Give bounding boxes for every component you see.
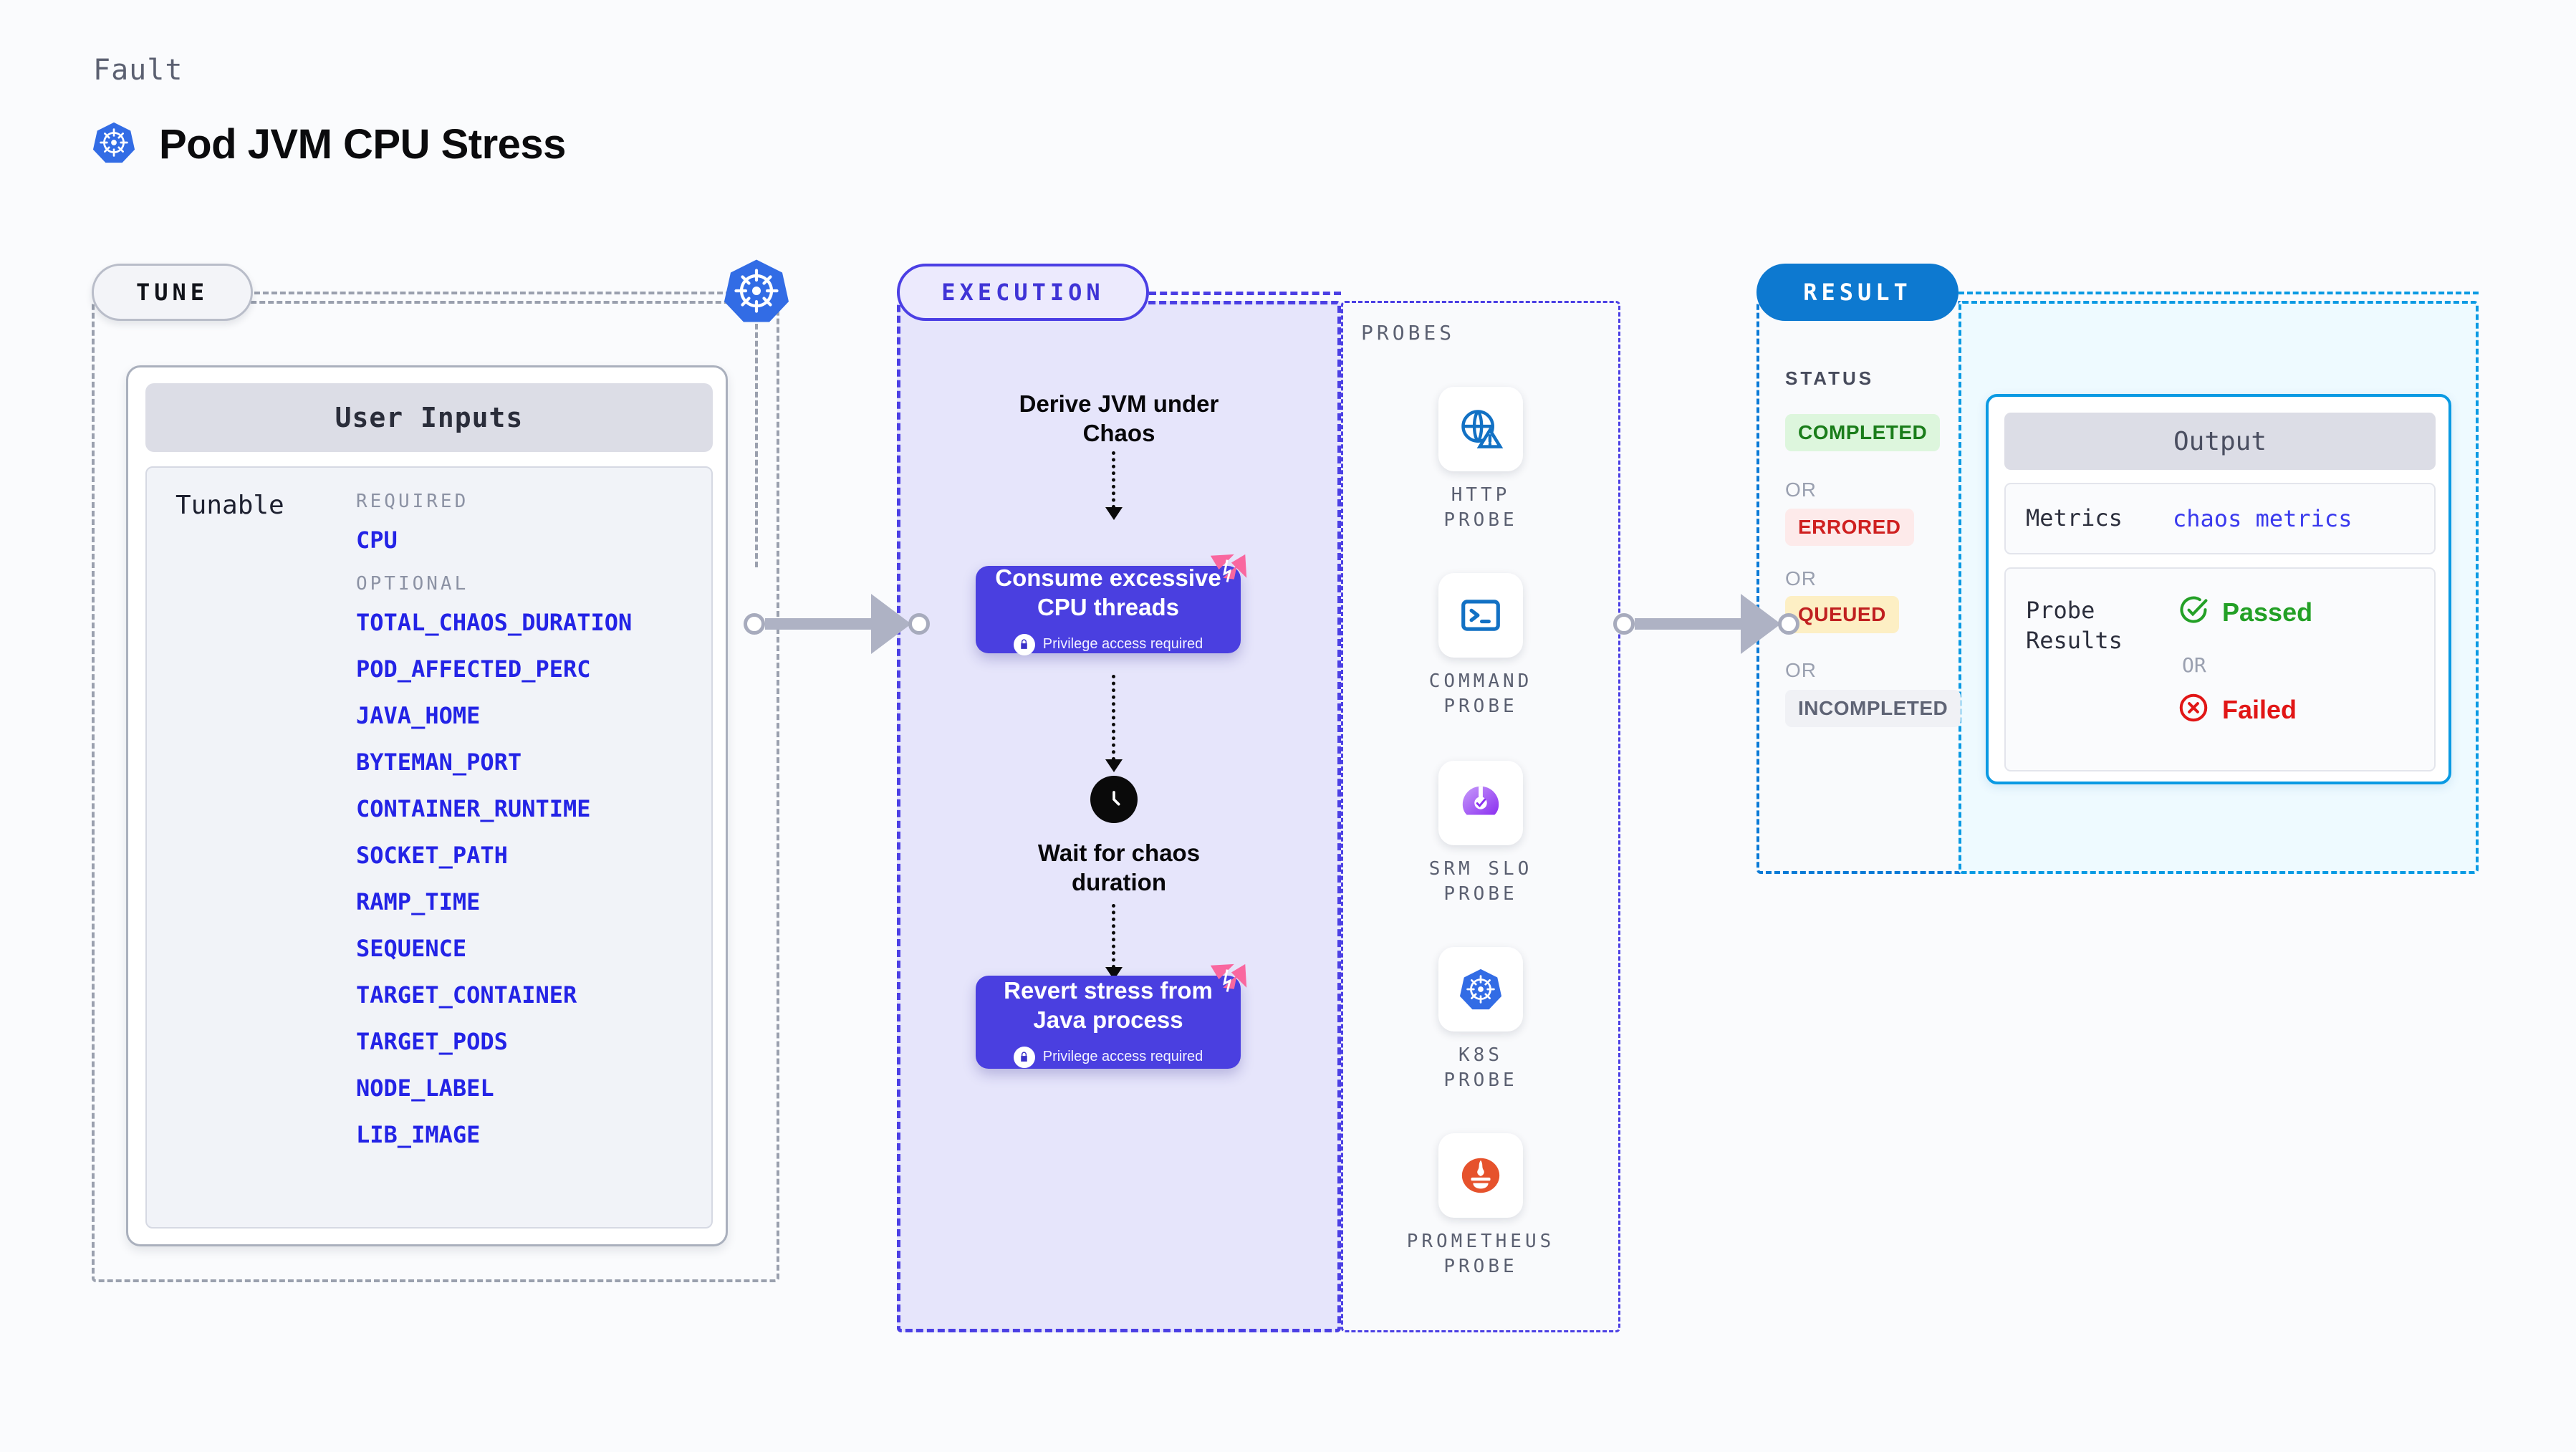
metrics-label: Metrics — [2026, 504, 2123, 532]
status-badge-queued: QUEUED — [1785, 596, 1899, 633]
tunable-item-ramp_time[interactable]: RAMP_TIME — [356, 888, 481, 915]
tunable-item-sequence[interactable]: SEQUENCE — [356, 935, 467, 962]
connector-probes-to-result — [1613, 594, 1799, 654]
tunable-item-container_runtime[interactable]: CONTAINER_RUNTIME — [356, 795, 591, 822]
harness-logo-icon — [1206, 550, 1251, 595]
probe-results-row: Probe Results Passed OR Failed — [2004, 567, 2436, 771]
tunable-item-total_chaos_duration[interactable]: TOTAL_CHAOS_DURATION — [356, 609, 633, 636]
arrow-right-icon — [765, 618, 873, 630]
metrics-row: Metrics chaos metrics — [2004, 483, 2436, 554]
action-title: Revert stress from Java process — [1004, 977, 1213, 1033]
result-dashed-connector — [1959, 292, 2479, 294]
status-badge-errored: ERRORED — [1785, 509, 1914, 546]
execution-stage-pill[interactable]: EXECUTION — [897, 264, 1149, 321]
lock-icon — [1013, 1046, 1035, 1068]
kubernetes-icon — [722, 256, 791, 325]
tunable-item-lib_image[interactable]: LIB_IMAGE — [356, 1121, 481, 1148]
arrow-head-icon — [871, 594, 911, 654]
status-badge-completed: COMPLETED — [1785, 414, 1941, 451]
kubernetes-icon — [92, 120, 136, 168]
terminal-icon — [1438, 573, 1523, 658]
lock-icon — [1013, 633, 1035, 655]
output-title: Output — [2004, 413, 2436, 470]
tunable-item-socket_path[interactable]: SOCKET_PATH — [356, 842, 508, 869]
execution-dashed-connector — [1149, 292, 1341, 295]
flow-arrow-1 — [1105, 451, 1123, 520]
globe-warning-icon — [1438, 387, 1523, 471]
execution-step-wait: Wait for chaos duration — [1037, 840, 1201, 896]
connector-dot-end — [1778, 613, 1799, 635]
user-inputs-title: User Inputs — [145, 383, 713, 452]
kubernetes-icon — [1438, 947, 1523, 1032]
srm-slo-icon — [1438, 761, 1523, 845]
tunable-item-node_label[interactable]: NODE_LABEL — [356, 1074, 494, 1102]
harness-logo-icon — [1206, 960, 1251, 1004]
connector-dot-start — [744, 613, 765, 635]
status-title: STATUS — [1785, 367, 1875, 389]
tune-panel — [92, 301, 779, 1282]
status-or-label: OR — [1785, 479, 1817, 501]
check-circle-icon — [2178, 595, 2209, 630]
connector-dot-end — [908, 613, 930, 635]
action-subtitle: Privilege access required — [1042, 636, 1203, 653]
probe-results-label: Probe Results — [2026, 597, 2123, 654]
fault-eyebrow-label: Fault — [93, 54, 183, 87]
clock-icon — [1090, 776, 1138, 823]
tune-dashed-connector — [254, 292, 749, 294]
action-subtitle-row: Privilege access required — [1013, 1046, 1203, 1068]
page-title-row: Pod JVM CPU Stress — [92, 120, 566, 168]
tune-stage-pill[interactable]: TUNE — [92, 264, 253, 321]
action-title: Consume excessive CPU threads — [995, 564, 1221, 620]
flow-arrow-3 — [1105, 904, 1123, 980]
tunable-item-pod_affected_perc[interactable]: POD_AFFECTED_PERC — [356, 655, 591, 683]
tunable-item-java_home[interactable]: JAVA_HOME — [356, 702, 481, 729]
output-card: Output Metrics chaos metrics Probe Resul… — [1986, 394, 2451, 784]
status-or-label: OR — [1785, 567, 1817, 590]
execution-action-revert-stress[interactable]: Revert stress from Java process Privileg… — [976, 963, 1247, 1069]
passed-label: Passed — [2222, 597, 2313, 627]
tunable-item-target_container[interactable]: TARGET_CONTAINER — [356, 981, 577, 1009]
connector-dot-start — [1613, 613, 1635, 635]
metrics-value[interactable]: chaos metrics — [2173, 505, 2352, 532]
tunable-box: Tunable REQUIRED CPU OPTIONAL TOTAL_CHAOS_D… — [145, 466, 713, 1229]
x-circle-icon — [2178, 692, 2209, 727]
tune-platform-stem — [755, 324, 758, 567]
execution-step-derive-jvm: Derive JVM under Chaos — [1019, 390, 1219, 447]
tunable-item-cpu[interactable]: CPU — [356, 527, 398, 554]
action-subtitle-row: Privilege access required — [1013, 633, 1203, 655]
arrow-head-icon — [1741, 594, 1781, 654]
tunable-item-target_pods[interactable]: TARGET_PODS — [356, 1028, 508, 1055]
probe-result-failed: Failed — [2178, 692, 2297, 727]
tunable-label: Tunable — [176, 491, 284, 520]
prometheus-icon — [1438, 1133, 1523, 1218]
tunable-group-heading: OPTIONAL — [356, 573, 469, 595]
action-subtitle: Privilege access required — [1042, 1049, 1203, 1065]
status-badge-incompleted: INCOMPLETED — [1785, 690, 1961, 727]
tunable-item-byteman_port[interactable]: BYTEMAN_PORT — [356, 749, 522, 776]
flow-arrow-2 — [1105, 675, 1123, 772]
tunable-list: REQUIRED CPU OPTIONAL TOTAL_CHAOS_DURATION P… — [356, 481, 700, 1168]
page-title: Pod JVM CPU Stress — [159, 121, 566, 168]
failed-label: Failed — [2222, 694, 2297, 724]
probe-result-or: OR — [2182, 653, 2206, 677]
arrow-right-icon — [1635, 618, 1742, 630]
execution-action-consume-cpu[interactable]: Consume excessive CPU threads Privilege … — [976, 554, 1247, 655]
result-stage-pill[interactable]: RESULT — [1756, 264, 1959, 321]
probe-result-passed: Passed — [2178, 595, 2312, 630]
tunable-group-heading: REQUIRED — [356, 491, 469, 512]
connector-tune-to-execution — [744, 594, 930, 654]
status-or-label: OR — [1785, 659, 1817, 681]
probes-title: PROBES — [1361, 321, 1456, 345]
